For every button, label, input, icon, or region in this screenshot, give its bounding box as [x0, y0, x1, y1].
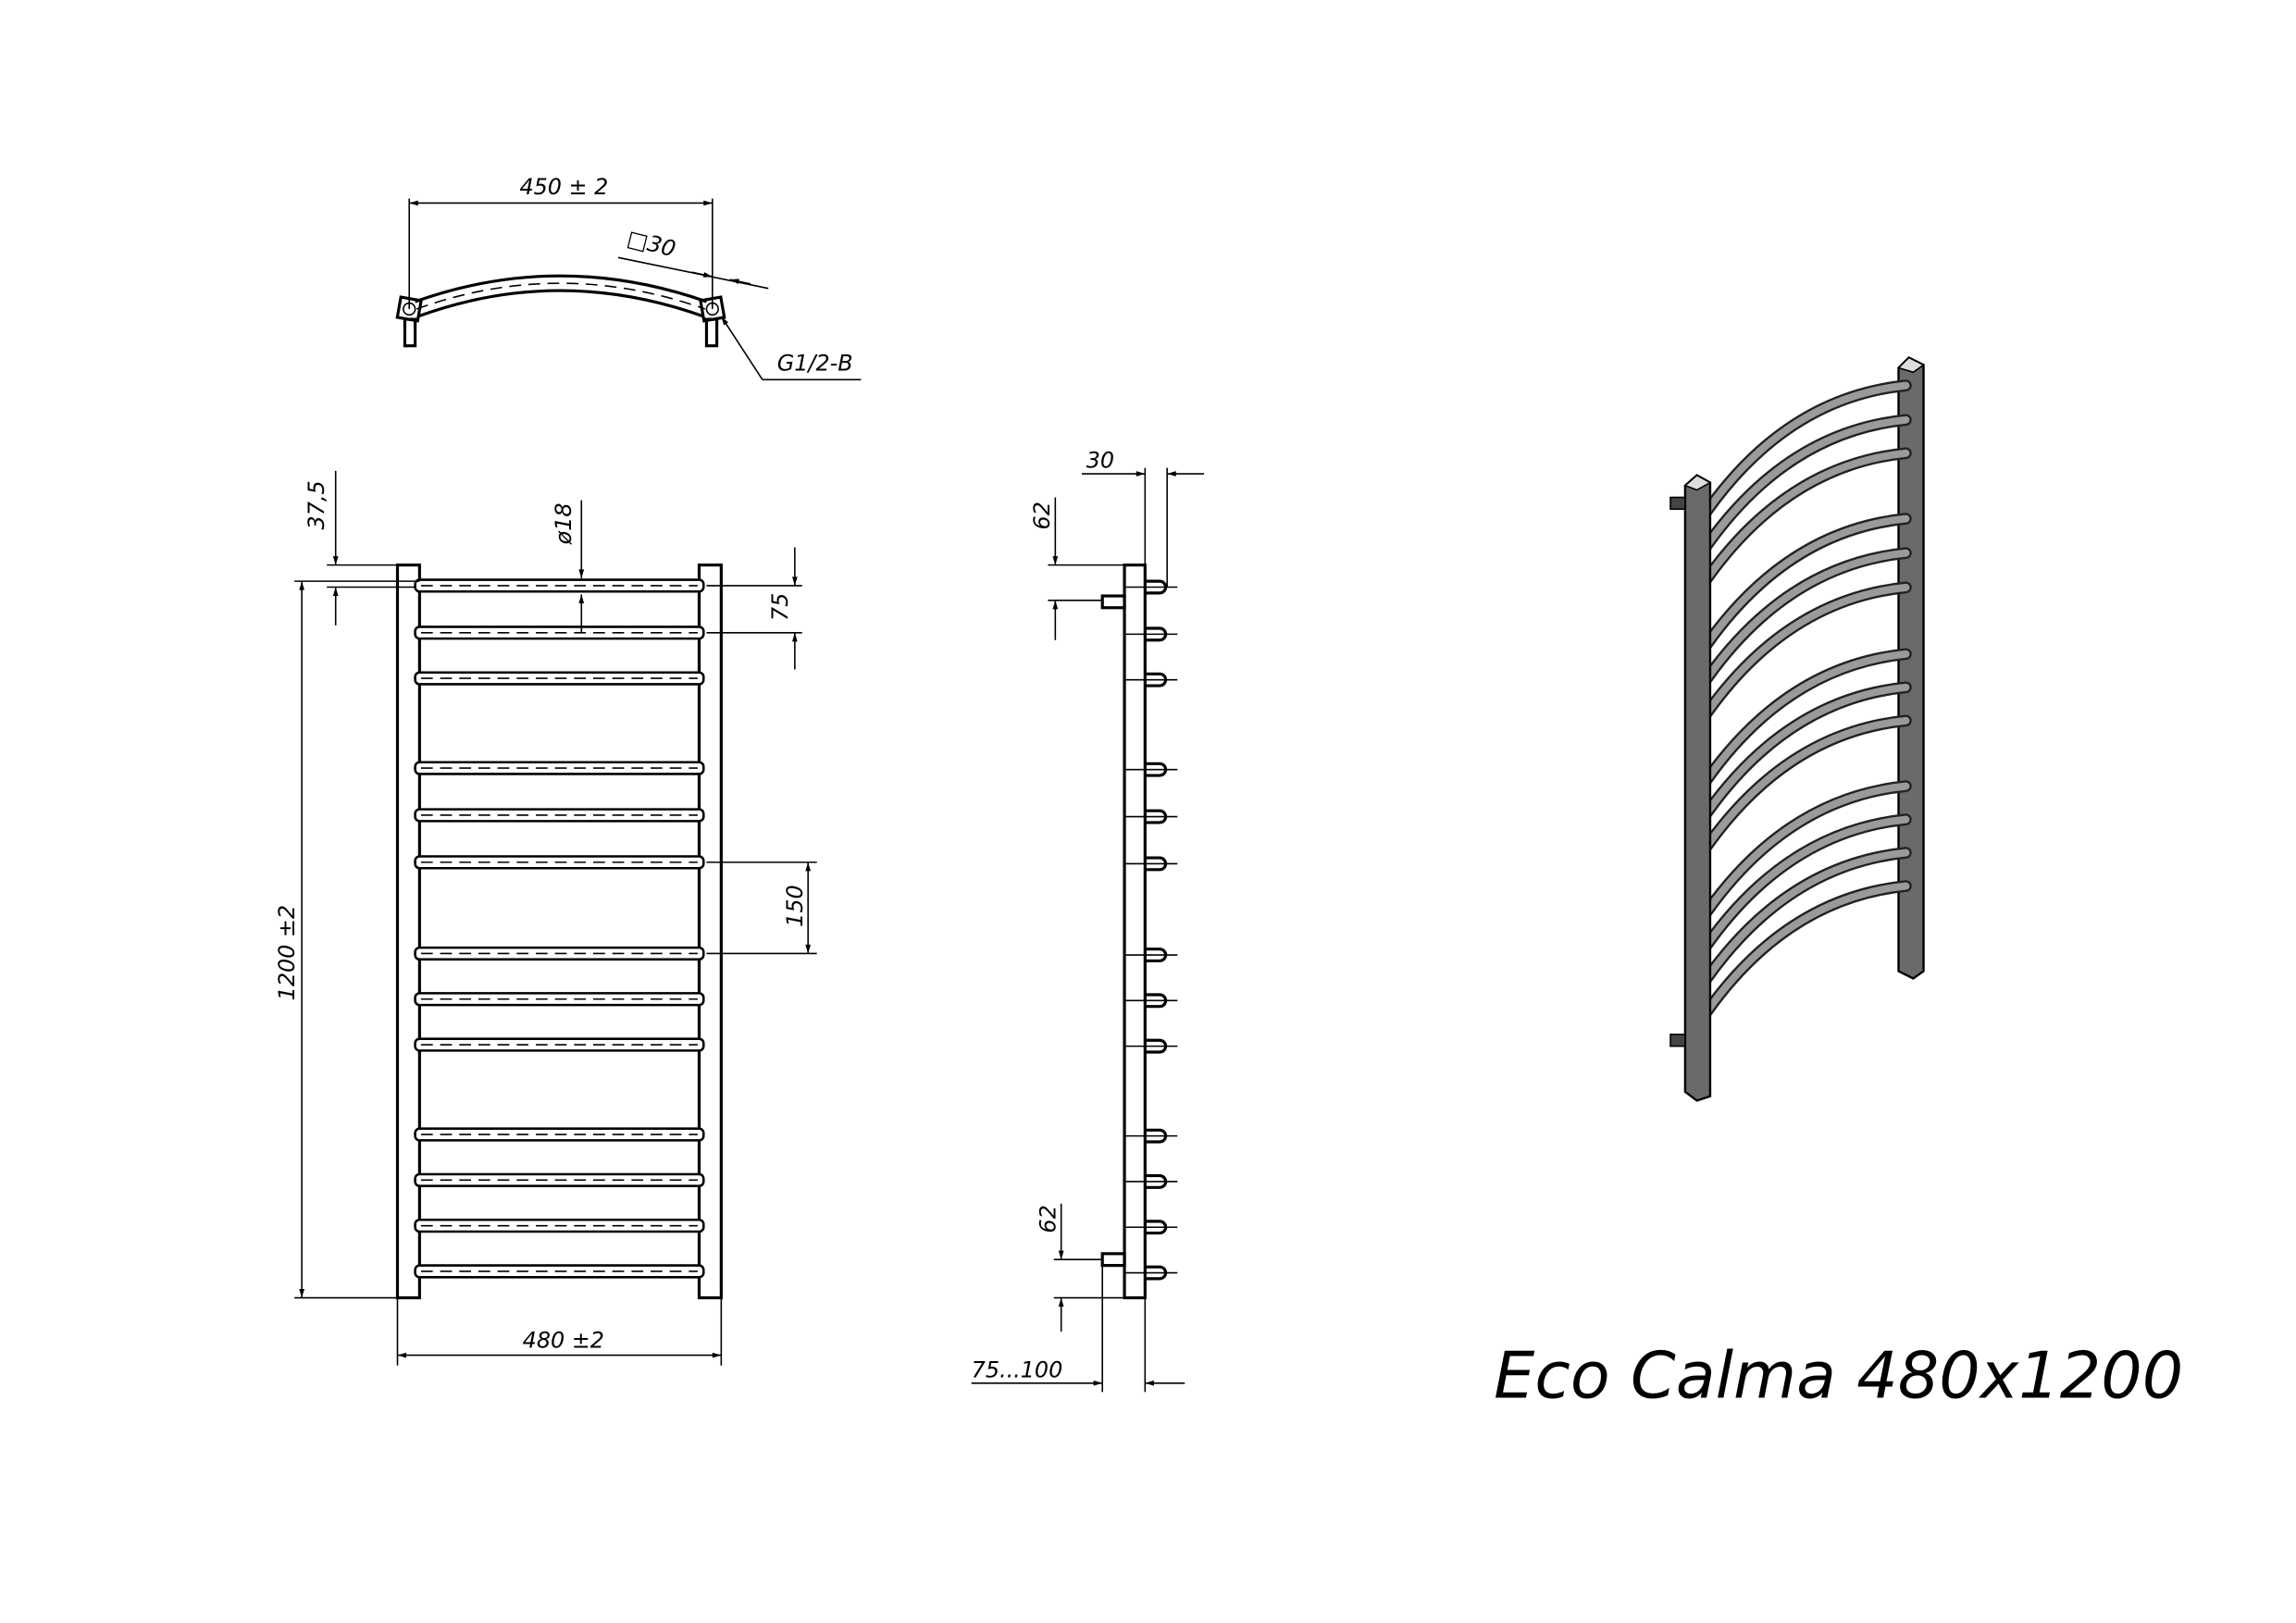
- front-view: 1200 ±2 37,5 ø18 75 150 480 ±2: [274, 470, 817, 1366]
- top-connection-dim: 62: [1029, 502, 1055, 529]
- iso-bar: [1701, 547, 1912, 685]
- profile-dim: □30: [625, 225, 678, 262]
- side-bar-end: [1125, 1128, 1178, 1144]
- towel-bar: [414, 855, 705, 870]
- wall-distance-dim: 75...100: [972, 1357, 1063, 1382]
- towel-bar: [414, 1172, 705, 1187]
- towel-bar: [414, 761, 705, 775]
- iso-bar: [1701, 780, 1912, 918]
- bar-spacing-large-dim: 150: [782, 885, 808, 927]
- top-width-dim: 450 ± 2: [519, 174, 608, 200]
- top-view: 450 ± 2 □30 G1/2-B: [395, 174, 862, 381]
- towel-bar: [414, 946, 705, 961]
- side-bar-end: [1125, 1173, 1178, 1189]
- iso-bar: [1701, 581, 1912, 719]
- side-bar-end: [1125, 1265, 1178, 1281]
- side-view: 30 62 62 75...100: [972, 448, 1204, 1393]
- towel-bar: [414, 808, 705, 823]
- thread-label: G1/2-B: [777, 351, 853, 377]
- iso-bar: [1701, 379, 1912, 517]
- towel-bar: [414, 1264, 705, 1279]
- iso-bar: [1701, 447, 1912, 585]
- iso-bar: [1701, 414, 1912, 551]
- side-post: [1123, 564, 1147, 1300]
- iso-bar: [1701, 813, 1912, 951]
- iso-bar: [1701, 880, 1912, 1018]
- top-offset-dim: 37,5: [304, 480, 329, 529]
- side-bar-end: [1125, 993, 1178, 1009]
- iso-bar: [1701, 648, 1912, 786]
- iso-bar: [1701, 681, 1912, 819]
- product-title: Eco Calma 480x1200: [1494, 1339, 2183, 1414]
- isometric-view: [1669, 355, 1926, 1102]
- side-bar-end: [1125, 1220, 1178, 1235]
- iso-bar: [1701, 513, 1912, 650]
- height-dim: 1200 ±2: [274, 905, 300, 1000]
- towel-bar: [414, 671, 705, 686]
- side-bar-end: [1125, 948, 1178, 962]
- side-bar-end: [1125, 1038, 1178, 1054]
- bar-spacing-small-dim: 75: [767, 593, 793, 621]
- tube-diameter-dim: ø18: [551, 502, 577, 545]
- side-bar-end: [1125, 626, 1178, 642]
- towel-bar: [414, 578, 705, 593]
- side-bar-end: [1125, 762, 1178, 777]
- towel-bar: [414, 992, 705, 1007]
- side-bar-end: [1125, 672, 1178, 688]
- iso-bar: [1701, 714, 1912, 852]
- width-dim: 480 ±2: [523, 1328, 604, 1354]
- towel-bar: [414, 1219, 705, 1233]
- towel-bar: [414, 1037, 705, 1052]
- side-bar-end: [1125, 856, 1178, 872]
- left-post: [395, 564, 421, 1300]
- towel-bar: [414, 626, 705, 640]
- depth-dim: 30: [1086, 448, 1114, 474]
- side-bar-end: [1125, 579, 1178, 595]
- iso-bar: [1701, 847, 1912, 985]
- towel-bar: [414, 1127, 705, 1142]
- bottom-connection-dim: 62: [1035, 1205, 1061, 1233]
- right-post: [697, 564, 723, 1300]
- side-bar-end: [1125, 809, 1178, 824]
